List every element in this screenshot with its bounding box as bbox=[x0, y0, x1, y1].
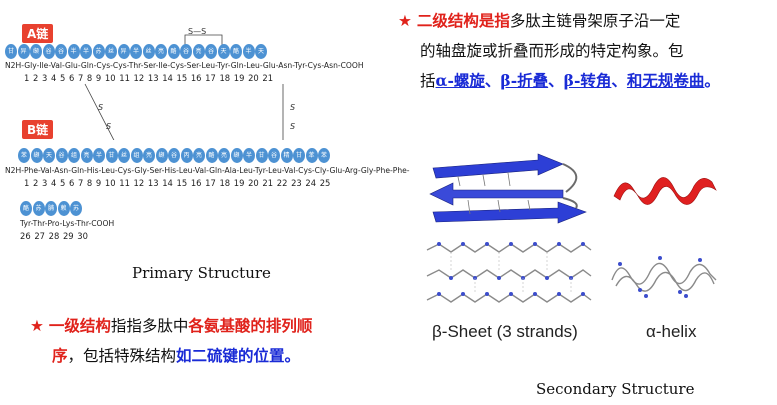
residue-bead: 酪 bbox=[167, 44, 180, 59]
residue-bead: 丝 bbox=[105, 44, 117, 59]
residue-bead: 半 bbox=[93, 148, 105, 163]
residue-bead: 缬 bbox=[155, 148, 168, 163]
term-beta-sheet: β-折叠 bbox=[500, 71, 549, 90]
residue-bead: 酪 bbox=[205, 148, 218, 163]
beta-sheet-ribbon-image bbox=[429, 153, 587, 224]
secondary-text-2: 的轴盘旋或折叠而形成的特定构象。包 bbox=[420, 42, 684, 60]
chain-b-beads: 苯缬天谷组亮半甘丝组亮缬谷丙亮酪亮缬半甘谷精甘苯苯 bbox=[18, 148, 331, 163]
separator: 。 bbox=[704, 71, 720, 90]
primary-structure-caption: Primary Structure bbox=[132, 264, 271, 282]
term-primary-structure: 一级结构 bbox=[48, 316, 111, 335]
residue-bead: 丝 bbox=[118, 148, 130, 163]
primary-text-1: 指指多肽中 bbox=[110, 317, 189, 335]
beta-sheet-label: β-Sheet (3 strands) bbox=[432, 322, 578, 341]
chain-a-beads: 甘异缬谷谷半半苏丝异半丝亮酪谷亮谷天酪半天 bbox=[5, 44, 268, 59]
term-disulfide-position: 如二硫键的位置。 bbox=[176, 346, 301, 365]
residue-bead: 天 bbox=[255, 44, 267, 59]
residue-bead: 甘 bbox=[255, 148, 268, 163]
residue-bead: 谷 bbox=[55, 148, 68, 163]
term-order-end: 序 bbox=[52, 346, 68, 365]
star-icon: ★ bbox=[398, 12, 412, 30]
chain-b-tail-sequence: Tyr-Thr-Pro-Lys-Thr-COOH bbox=[20, 219, 115, 228]
primary-structure-description: ★ 一级结构指指多肽中各氨基酸的排列顺 序，包括特殊结构如二硫键的位置。 bbox=[30, 311, 400, 371]
residue-bead: 亮 bbox=[155, 44, 167, 59]
residue-bead: 半 bbox=[243, 148, 255, 163]
separator: 、 bbox=[548, 71, 564, 90]
residue-bead: 缬 bbox=[230, 148, 243, 163]
disulfide-bonds bbox=[84, 34, 284, 140]
chain-b-tail-numbers: 26 27 28 29 30 bbox=[20, 231, 88, 241]
chain-a-sequence: N2H-Gly-Ile-Val-Glu-Gln-Cys-Cys-Thr-Ser-… bbox=[5, 61, 364, 70]
residue-bead: 谷 bbox=[180, 44, 192, 59]
residue-bead: 苯 bbox=[318, 148, 330, 163]
term-secondary-structure: 二级结构是指 bbox=[416, 11, 510, 30]
residue-bead: 苏 bbox=[92, 44, 105, 59]
residue-bead: 酪 bbox=[230, 44, 242, 59]
separator: 、 bbox=[484, 71, 501, 90]
alpha-helix-label: α-helix bbox=[646, 322, 697, 341]
residue-bead: 赖 bbox=[57, 201, 70, 216]
chain-a-numbers: 1 2 3 4 5 6 7 8 9 10 11 12 13 14 15 16 1… bbox=[24, 73, 274, 83]
alpha-helix-ribbon-image bbox=[613, 177, 717, 205]
residue-bead: 甘 bbox=[5, 44, 17, 59]
residue-bead: 谷 bbox=[205, 44, 217, 59]
residue-bead: 谷 bbox=[55, 44, 67, 59]
residue-bead: 天 bbox=[217, 44, 230, 59]
residue-bead: 半 bbox=[80, 44, 92, 59]
intrachain-disulfide-label: S—S bbox=[188, 27, 207, 36]
residue-bead: 亮 bbox=[193, 148, 205, 163]
residue-bead: 甘 bbox=[293, 148, 305, 163]
residue-bead: 亮 bbox=[143, 148, 155, 163]
chain-b-sequence: N2H-Phe-Val-Asn-Gln-His-Leu-Cys-Gly-Ser-… bbox=[5, 166, 410, 175]
interchain-s-left-bottom: S bbox=[106, 122, 112, 131]
chain-b-tag: B链 bbox=[22, 120, 54, 139]
term-amino-acid-order: 各氨基酸的排列顺 bbox=[188, 316, 313, 335]
secondary-structure-caption: Secondary Structure bbox=[536, 380, 695, 398]
term-beta-turn: β-转角 bbox=[563, 71, 612, 90]
term-alpha-helix: α-螺旋 bbox=[435, 71, 485, 90]
residue-bead: 丙 bbox=[180, 148, 193, 163]
residue-bead: 亮 bbox=[192, 44, 205, 59]
residue-bead: 亮 bbox=[218, 148, 230, 163]
chain-b-numbers: 1 2 3 4 5 6 7 8 9 10 11 12 13 14 15 16 1… bbox=[24, 178, 331, 188]
chain-a-tag: A链 bbox=[22, 24, 54, 43]
interchain-s-left-top: S bbox=[98, 103, 104, 112]
residue-bead: 半 bbox=[130, 44, 142, 59]
residue-bead: 半 bbox=[67, 44, 80, 59]
star-icon: ★ bbox=[30, 317, 44, 335]
residue-bead: 组 bbox=[68, 148, 80, 163]
secondary-text-1: 多肽主链骨架原子沿一定 bbox=[509, 12, 681, 30]
primary-text-2: ，包括特殊结构 bbox=[67, 347, 177, 365]
residue-bead: 亮 bbox=[80, 148, 93, 163]
residue-bead: 缬 bbox=[30, 44, 42, 59]
secondary-structure-description: ★ 二级结构是指多肽主链骨架原子沿一定 的轴盘旋或折叠而形成的特定构象。包 括α… bbox=[398, 6, 777, 96]
residue-bead: 谷 bbox=[168, 148, 180, 163]
chain-b-tail-beads: 酪苏脯赖苏 bbox=[20, 201, 83, 216]
residue-bead: 异 bbox=[17, 44, 30, 59]
interchain-s-right-bottom: S bbox=[290, 122, 296, 131]
residue-bead: 甘 bbox=[105, 148, 118, 163]
residue-bead: 半 bbox=[242, 44, 255, 59]
residue-bead: 苏 bbox=[32, 201, 45, 216]
interchain-s-right-top: S bbox=[290, 103, 296, 112]
residue-bead: 异 bbox=[117, 44, 130, 59]
residue-bead: 谷 bbox=[268, 148, 280, 163]
residue-bead: 苯 bbox=[18, 148, 30, 163]
residue-bead: 苯 bbox=[305, 148, 318, 163]
residue-bead: 脯 bbox=[45, 201, 57, 216]
separator: 、 bbox=[611, 71, 627, 90]
residue-bead: 丝 bbox=[142, 44, 155, 59]
beta-sheet-atomic-model-image bbox=[426, 242, 592, 303]
residue-bead: 酪 bbox=[20, 201, 32, 216]
residue-bead: 组 bbox=[130, 148, 143, 163]
residue-bead: 天 bbox=[43, 148, 55, 163]
residue-bead: 苏 bbox=[70, 201, 82, 216]
term-random-coil: 和无规卷曲 bbox=[626, 71, 705, 90]
residue-bead: 谷 bbox=[42, 44, 55, 59]
residue-bead: 缬 bbox=[30, 148, 43, 163]
secondary-text-3: 括 bbox=[420, 72, 436, 90]
residue-bead: 精 bbox=[280, 148, 293, 163]
alpha-helix-atomic-model-image bbox=[611, 256, 717, 298]
